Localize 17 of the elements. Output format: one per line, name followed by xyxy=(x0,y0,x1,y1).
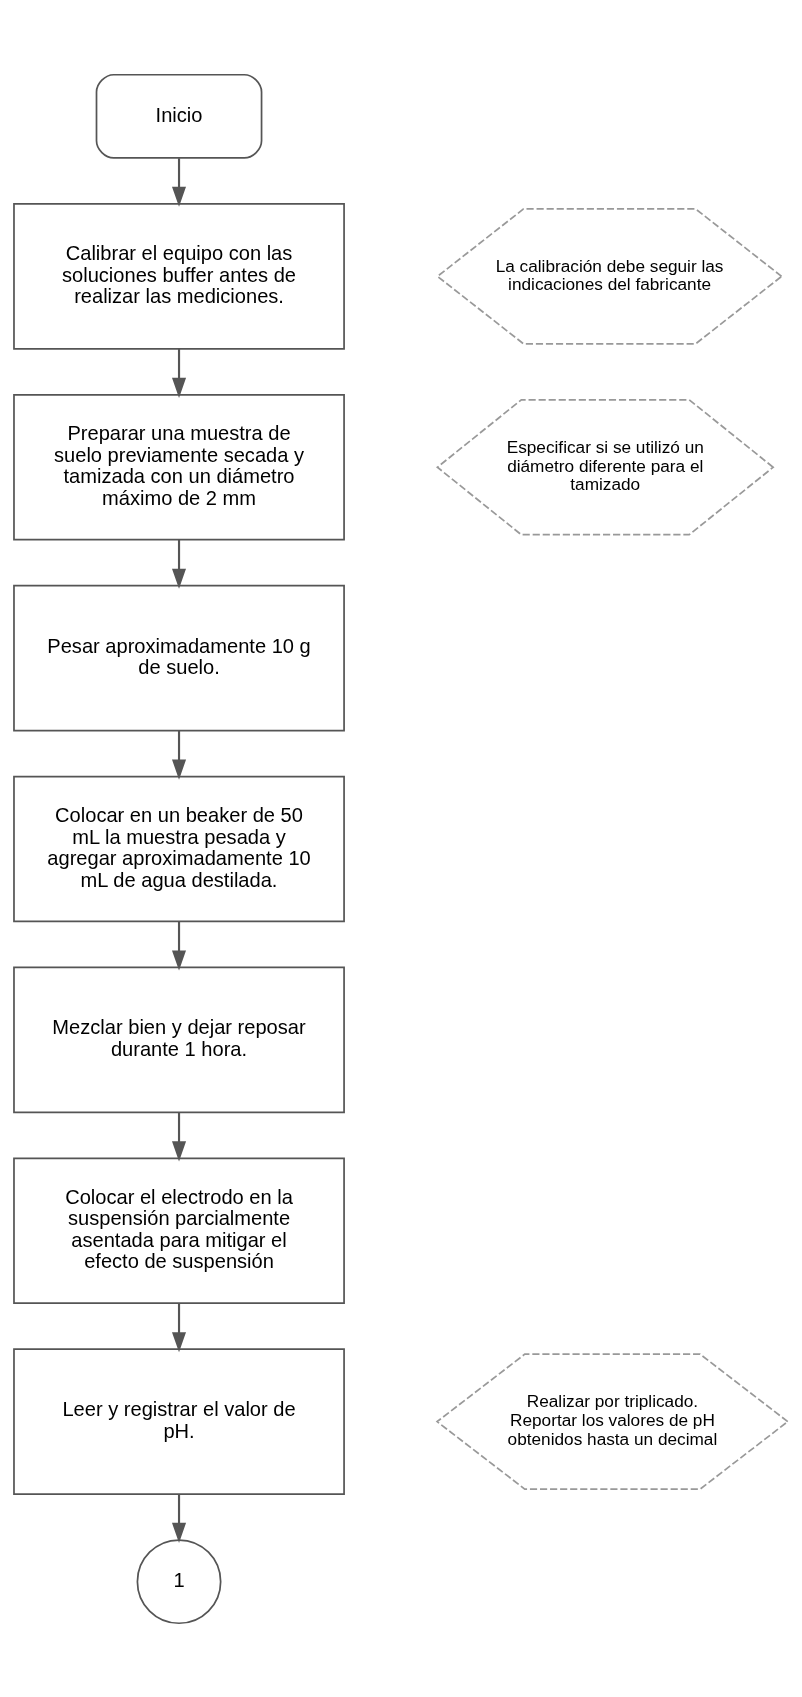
node-box: Preparar una muestra de suelo previamente secada y tamizada con un diámetro máximo de 2 mm xyxy=(13,393,345,541)
node-box: Pesar aproximadamente 10 g de suelo. xyxy=(13,584,345,731)
node-box: Leer y registrar el valor de pH. xyxy=(13,1347,345,1495)
arrow xyxy=(172,539,187,589)
arrow xyxy=(172,921,187,970)
arrow xyxy=(172,348,187,398)
node-box: Mezclar bien y dejar reposar durante 1 hora. xyxy=(13,966,345,1113)
arrow xyxy=(172,157,187,207)
arrow xyxy=(172,1493,187,1543)
node-box: Calibrar el equipo con las soluciones buffer antes de realizar las mediciones. xyxy=(13,202,345,350)
arrow xyxy=(172,1111,187,1161)
node-circle: 1 xyxy=(136,1538,222,1624)
node-box: Inicio xyxy=(95,73,263,159)
node-box: Colocar el electrodo en la suspensión parcialmente asentada para mitigar el efecto de suspensión xyxy=(13,1156,345,1304)
arrow xyxy=(172,1302,187,1352)
node-box: Colocar en un beaker de 50 mL la muestra pesada y agregar aproximadamente 10 mL de agua destilada. xyxy=(13,775,345,922)
arrow xyxy=(172,730,187,780)
